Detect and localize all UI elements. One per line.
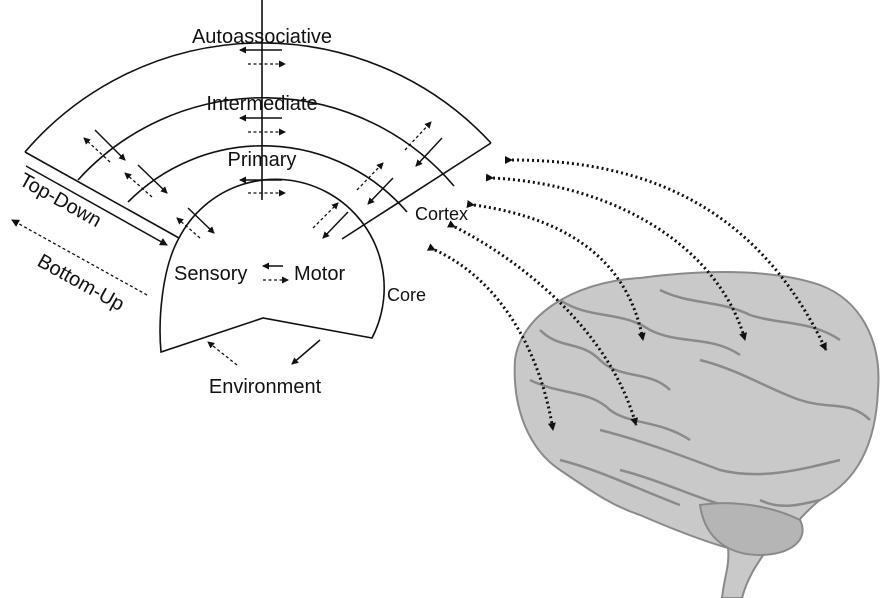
- environment-label: Environment: [209, 376, 322, 398]
- top-down-label: Top-Down: [16, 169, 105, 232]
- primary-label: Primary: [228, 149, 297, 171]
- autoassociative-label: Autoassociative: [192, 26, 332, 48]
- intermediate-label: Intermediate: [206, 93, 317, 115]
- sensory-label: Sensory: [174, 263, 247, 285]
- cortex-label: Cortex: [415, 204, 468, 224]
- motor-label: Motor: [294, 263, 345, 285]
- environment-arrows: [208, 340, 320, 365]
- core-label: Core: [387, 285, 426, 305]
- brain-image: [515, 272, 879, 598]
- bottom-up-label: Bottom-Up: [34, 250, 128, 316]
